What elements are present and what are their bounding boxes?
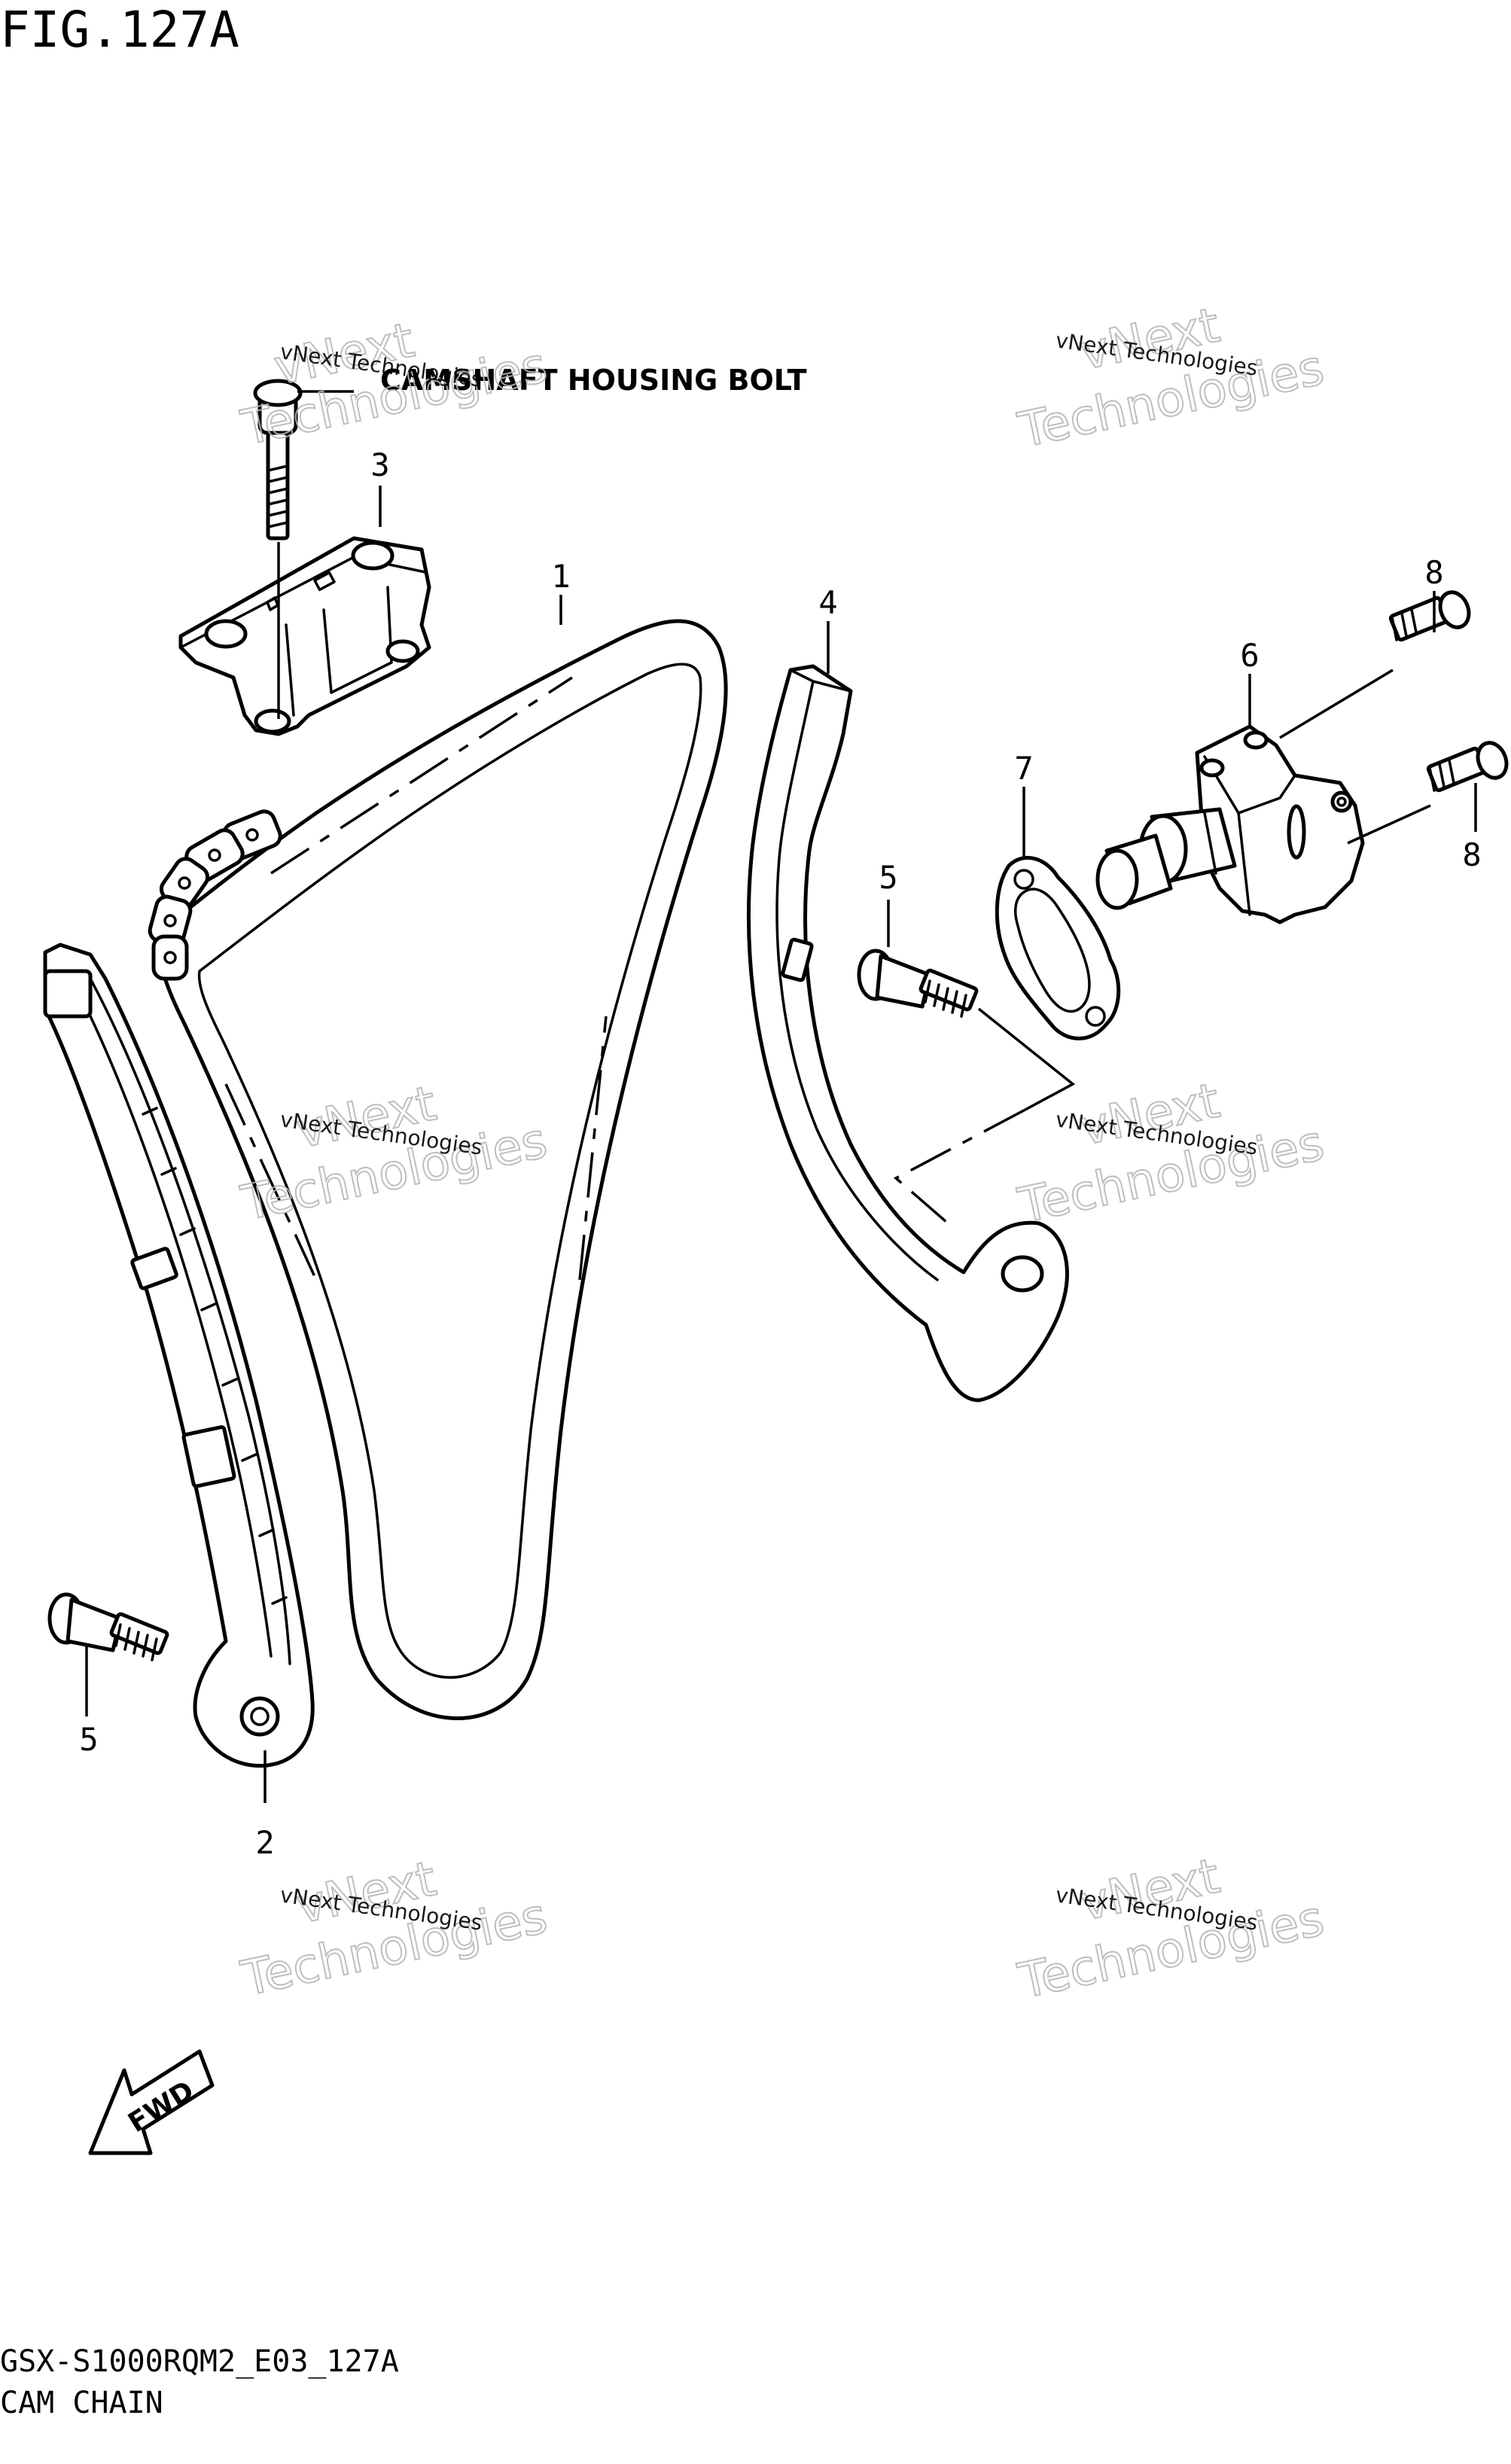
camshaft-housing-bolt <box>253 379 354 719</box>
callout-8-lower: 8 <box>1462 836 1481 873</box>
watermark-mid-right: vNext Technologies vNext Technologies <box>1013 1072 1330 1235</box>
watermark-bottom-left: vNext Technologies vNext Technologies <box>236 1850 553 2008</box>
chain-links <box>148 809 282 981</box>
cam-chain-tensioner-adjuster <box>1095 724 1365 924</box>
chain-tensioner-guide <box>43 943 315 1768</box>
watermark-bottom-right: vNext Technologies vNext Technologies <box>1013 1847 1330 2010</box>
chain-guide <box>746 664 1069 1403</box>
watermark-top-left: vNext Technologies vNext Technologies <box>236 312 553 457</box>
guide-bolt-left <box>47 1592 169 1661</box>
leader-lines <box>85 486 1477 1803</box>
tensioner-bolt-upper <box>1388 590 1471 642</box>
tensioner-bolt-lower <box>1426 741 1509 793</box>
callout-6: 6 <box>1240 637 1259 674</box>
figure-caption: CAM CHAIN <box>0 2386 163 2420</box>
tensioner-gasket <box>995 855 1121 1040</box>
callout-8-upper: 8 <box>1424 554 1443 591</box>
callout-2: 2 <box>255 1824 274 1861</box>
callout-3: 3 <box>370 446 389 483</box>
watermark-top-right: vNext Technologies vNext Technologies <box>1013 297 1330 459</box>
guide-bolt-right <box>857 949 979 1018</box>
figure-code: GSX-S1000RQM2_E03_127A <box>0 2344 399 2379</box>
callout-5-right: 5 <box>879 859 897 896</box>
camshaft-housing-bolt-label: CAMSHAFT HOUSING BOLT <box>380 364 807 397</box>
callout-5-left: 5 <box>79 1721 98 1758</box>
callout-7: 7 <box>1014 750 1033 787</box>
callout-4: 4 <box>818 584 837 621</box>
cam-chain <box>148 619 728 1720</box>
fwd-arrow: FWD <box>88 2049 215 2155</box>
callout-1: 1 <box>551 558 570 595</box>
camshaft-housing <box>178 536 431 736</box>
figure-number: FIG.127A <box>0 1 239 59</box>
